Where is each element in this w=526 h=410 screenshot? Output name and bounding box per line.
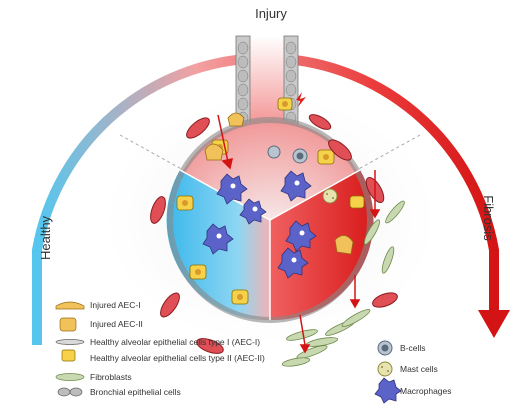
mast-cell-icon: [377, 361, 393, 377]
healthy-label: Healthy: [38, 215, 53, 260]
legend-item-macrophages: Macrophages: [400, 386, 452, 396]
legend-item-injured-aec2: Injured AEC-II: [90, 319, 143, 329]
legend-left: Injured AEC-I Injured AEC-II Healthy alv…: [90, 300, 265, 397]
legend-item-healthy-aec1: Healthy alveolar epithelial cells type I…: [90, 337, 260, 347]
legend-left-icons: [55, 301, 85, 397]
macrophage-nuclei: [216, 180, 305, 263]
legend-item-injured-aec1: Injured AEC-I: [90, 300, 141, 310]
b-cells: [267, 145, 308, 164]
b-cell-icon: [377, 340, 393, 356]
fibroblast-icon: [55, 373, 85, 381]
bronchial-cell-icon: [57, 387, 83, 397]
mast-cells: [322, 188, 338, 204]
injured-cells: [204, 112, 354, 255]
legend-item-mast-cells: Mast cells: [400, 364, 438, 374]
legend-item-healthy-aec2: Healthy alveolar epithelial cells type I…: [90, 353, 265, 363]
fibrosis-arrows: [217, 114, 381, 354]
legend-item-fibroblasts: Fibroblasts: [90, 372, 132, 382]
injured-aec2-icon: [59, 317, 77, 332]
macrophage-icon: [374, 377, 402, 404]
alveolus: [166, 117, 374, 323]
fibrosis-label: Fibrosis: [481, 195, 496, 241]
fibroblast-cluster: [281, 200, 405, 367]
injury-label-bg: [247, 4, 295, 22]
legend-item-b-cells: B-cells: [400, 343, 426, 353]
legend-item-bronchial: Bronchial epithelial cells: [90, 387, 181, 397]
injury-bolt-icon: [296, 92, 306, 107]
injured-aec1-icon: [55, 301, 85, 310]
red-blood-cells: [150, 114, 398, 354]
healthy-aec1-icon: [55, 339, 85, 345]
legend-right: B-cells Mast cells Macrophages: [374, 340, 452, 404]
injury-label: Injury: [255, 6, 287, 21]
macrophage-cells: [202, 170, 317, 279]
fibrosis-arrowhead: [478, 310, 510, 338]
healthy-aec2-icon: [61, 349, 76, 362]
